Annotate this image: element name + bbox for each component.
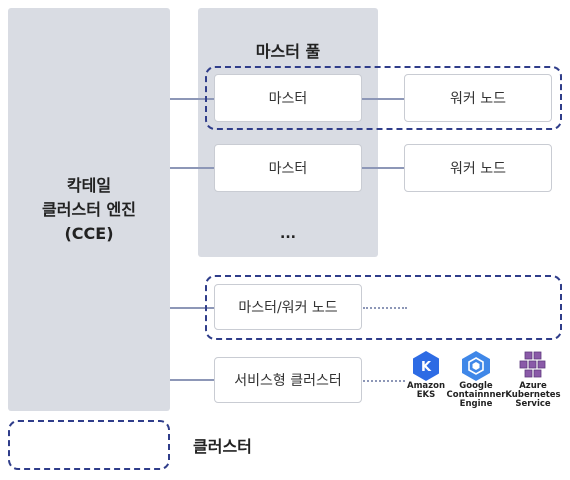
aks-cubes-icon xyxy=(519,351,546,378)
connector-master-worker-2 xyxy=(362,167,404,169)
connector-master-worker-1 xyxy=(362,98,404,100)
cluster-boundary-row3 xyxy=(205,275,562,340)
cce-title-line2: 클러스터 엔진 xyxy=(42,199,136,219)
worker-node-2-label: 워커 노드 xyxy=(450,161,506,177)
cce-title-line3: (CCE) xyxy=(64,223,114,243)
worker-node-2: 워커 노드 xyxy=(404,144,552,192)
worker-node-1: 워커 노드 xyxy=(404,74,552,122)
vendor-azure-aks: Azure Kubernetes Service xyxy=(503,350,563,409)
dotted-connector-row4 xyxy=(363,380,405,382)
vendor-google-gke-line1: Google xyxy=(459,381,493,391)
master-pool-panel xyxy=(198,8,378,257)
vendor-azure-aks-line1: Azure xyxy=(519,381,547,391)
vendor-google-gke-line3: Engine xyxy=(459,399,493,409)
cce-title-line1: 칵테일 xyxy=(66,175,112,195)
vendor-google-gke-line2: Containnner xyxy=(446,390,506,400)
master-node-1-label: 마스터 xyxy=(268,91,308,107)
vendor-amazon-eks-line1: Amazon xyxy=(406,381,445,391)
more-masters-ellipsis: ... xyxy=(280,226,296,242)
vendor-google-gke: Google Containnner Engine xyxy=(444,350,508,409)
gke-hexagon-icon xyxy=(462,351,490,381)
master-node-2-label: 마스터 xyxy=(268,161,308,177)
cce-engine-panel: 칵테일 클러스터 엔진 (CCE) xyxy=(8,8,170,411)
connector-engine-row4 xyxy=(170,379,214,381)
vendor-azure-aks-line2: Kubernetes xyxy=(505,390,561,400)
svg-text:K: K xyxy=(421,360,432,375)
vendor-amazon-eks: K Amazon EKS xyxy=(402,350,450,400)
legend-cluster-label: 클러스터 xyxy=(193,437,252,456)
dotted-connector-row3 xyxy=(363,307,407,309)
kubernetes-k-hexagon-icon: K xyxy=(413,351,439,381)
cluster-boundary-row1 xyxy=(205,66,562,130)
legend-cluster-swatch xyxy=(8,420,170,470)
connector-engine-row1 xyxy=(170,98,214,100)
master-node-1: 마스터 xyxy=(214,74,362,122)
connector-engine-row2 xyxy=(170,167,214,169)
master-worker-node: 마스터/워커 노드 xyxy=(214,284,362,330)
vendor-amazon-eks-line2: EKS xyxy=(416,390,436,400)
vendor-azure-aks-line3: Service xyxy=(515,399,551,409)
master-pool-title: 마스터 풀 xyxy=(255,42,321,61)
managed-cluster-label: 서비스형 클러스터 xyxy=(234,373,342,389)
worker-node-1-label: 워커 노드 xyxy=(450,91,506,107)
managed-cluster-node: 서비스형 클러스터 xyxy=(214,357,362,403)
master-worker-node-label: 마스터/워커 노드 xyxy=(238,300,338,316)
connector-engine-row3 xyxy=(170,307,214,309)
master-node-2: 마스터 xyxy=(214,144,362,192)
